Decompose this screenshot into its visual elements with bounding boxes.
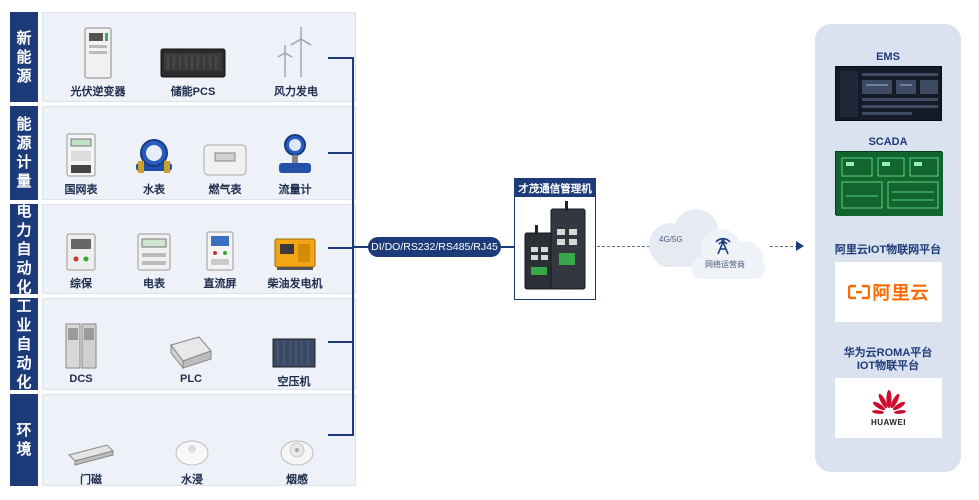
connector-row-4: [328, 341, 354, 343]
protocol-label: DI/DO/RS232/RS485/RJ45: [368, 237, 501, 257]
ems-screenshot: [835, 66, 942, 121]
device-wind-power: 风力发电: [251, 19, 341, 99]
gas-meter-icon: [203, 144, 247, 176]
device-water-meter: 水表: [109, 117, 199, 197]
device-electric-meter: 电表: [109, 211, 199, 291]
scada-screenshot: [835, 151, 943, 216]
door-sensor-icon: [68, 444, 114, 466]
device-protection-relay: 综保: [36, 211, 126, 291]
air-compressor-icon: [272, 338, 316, 368]
device-label: DCS: [69, 373, 93, 385]
electric-meter-icon: [137, 233, 171, 271]
flow-meter-icon: [279, 134, 311, 173]
huawei-logo-icon: [871, 389, 906, 414]
category-environment: 环 境 门磁 水浸 烟感: [10, 394, 356, 486]
alibaba-cloud-logo-box: 阿里云: [835, 262, 942, 322]
device-label: 国网表: [64, 184, 98, 196]
device-label: 电表: [143, 278, 165, 290]
wind-turbine-icon: [277, 27, 312, 77]
device-smoke-detector: 烟感: [252, 407, 342, 487]
plc-icon: [170, 336, 212, 369]
gateway-to-cloud-dash: [597, 246, 655, 247]
category-device-panel: 光伏逆变器 储能PCS 风力发电: [42, 12, 356, 102]
water-meter-icon: [136, 139, 172, 173]
device-pv-inverter: 光伏逆变器: [53, 19, 143, 99]
huawei-logo-box: HUAWEI: [835, 378, 942, 438]
scada-diagram-icon: [836, 152, 943, 216]
protection-relay-icon: [66, 233, 96, 271]
category-power-automation: 电 力 自 动 化 综保 电表: [10, 203, 356, 296]
platform-title-huawei: 华为云ROMA平台 IOT物联平台: [843, 347, 933, 372]
device-grid-meter: 国网表: [36, 117, 126, 197]
device-label: 直流屏: [203, 278, 237, 290]
signal-tower-icon: [715, 237, 731, 255]
grid-meter-icon: [66, 133, 96, 177]
category-label: 环 境: [10, 394, 38, 486]
device-label: 空压机: [277, 376, 311, 388]
category-label: 新 能 源: [10, 12, 38, 102]
huawei-logo-text: HUAWEI: [871, 417, 906, 427]
category-device-panel: 综保 电表 直流屏: [42, 204, 356, 294]
diesel-generator-icon: [274, 238, 316, 270]
platform-title-alibaba: 阿里云IOT物联网平台: [834, 244, 942, 256]
device-gas-meter: 燃气表: [180, 117, 270, 197]
device-label: 流量计: [278, 184, 312, 196]
connector-row-3: [328, 247, 354, 249]
dcs-cabinet-icon: [65, 323, 97, 369]
network-label: 4G/5G: [659, 235, 683, 244]
water-leak-sensor-icon: [175, 440, 209, 466]
pv-inverter-icon: [84, 27, 112, 79]
category-device-panel: 门磁 水浸 烟感: [42, 394, 356, 486]
category-industrial-automation: 工 业 自 动 化 DCS PLC: [10, 298, 356, 391]
arrow-right-icon: [796, 241, 804, 251]
cloud-to-platform-dash: [770, 246, 798, 247]
communication-gateway: 才茂通信管理机: [514, 178, 596, 300]
storage-pcs-icon: [160, 48, 226, 78]
device-label: 柴油发电机: [267, 278, 323, 290]
ems-dashboard-icon: [840, 71, 938, 117]
device-label: 门磁: [80, 474, 102, 486]
device-diesel-generator: 柴油发电机: [250, 211, 340, 291]
category-device-panel: 国网表 水表 燃气表: [42, 106, 356, 200]
gateway-title: 才茂通信管理机: [515, 179, 595, 197]
category-label: 电 力 自 动 化: [10, 203, 38, 296]
category-label: 能 源 计 量: [10, 106, 38, 200]
platform-title-scada: SCADA: [868, 136, 908, 148]
device-label: 水浸: [181, 474, 203, 486]
gateway-device-icon: [524, 201, 586, 290]
device-label: 储能PCS: [170, 86, 216, 98]
platform-title-ems: EMS: [876, 51, 900, 63]
device-door-sensor: 门磁: [46, 407, 136, 487]
device-label: 风力发电: [274, 86, 318, 98]
device-label: 综保: [70, 278, 92, 290]
smoke-detector-icon: [280, 440, 314, 466]
category-new-energy: 新 能 源 光伏逆变器 储能PCS: [10, 12, 356, 102]
device-water-leak-sensor: 水浸: [147, 407, 237, 487]
device-label: 烟感: [286, 474, 308, 486]
category-device-panel: DCS PLC 空压机: [42, 298, 356, 390]
dc-panel-icon: [206, 231, 234, 271]
device-flow-meter: 流量计: [250, 117, 340, 197]
device-plc: PLC: [146, 309, 236, 385]
alibaba-cloud-logo-text: 阿里云: [872, 283, 930, 303]
device-label: 光伏逆变器: [70, 86, 126, 98]
device-storage-pcs: 储能PCS: [148, 19, 238, 99]
device-dc-panel: 直流屏: [175, 211, 265, 291]
device-air-compressor: 空压机: [249, 309, 339, 389]
connector-row-2: [328, 152, 354, 154]
category-label: 工 业 自 动 化: [10, 298, 38, 391]
device-label: 水表: [143, 184, 165, 196]
alibaba-cloud-logo-icon: [847, 284, 870, 300]
device-label: PLC: [180, 373, 202, 385]
operator-label: 网络运营商: [705, 260, 745, 269]
category-energy-metering: 能 源 计 量 国网表 水表: [10, 106, 356, 200]
device-dcs: DCS: [36, 309, 126, 385]
device-label: 燃气表: [208, 184, 242, 196]
connector-row-1: [328, 57, 354, 59]
connector-row-5: [328, 434, 354, 436]
